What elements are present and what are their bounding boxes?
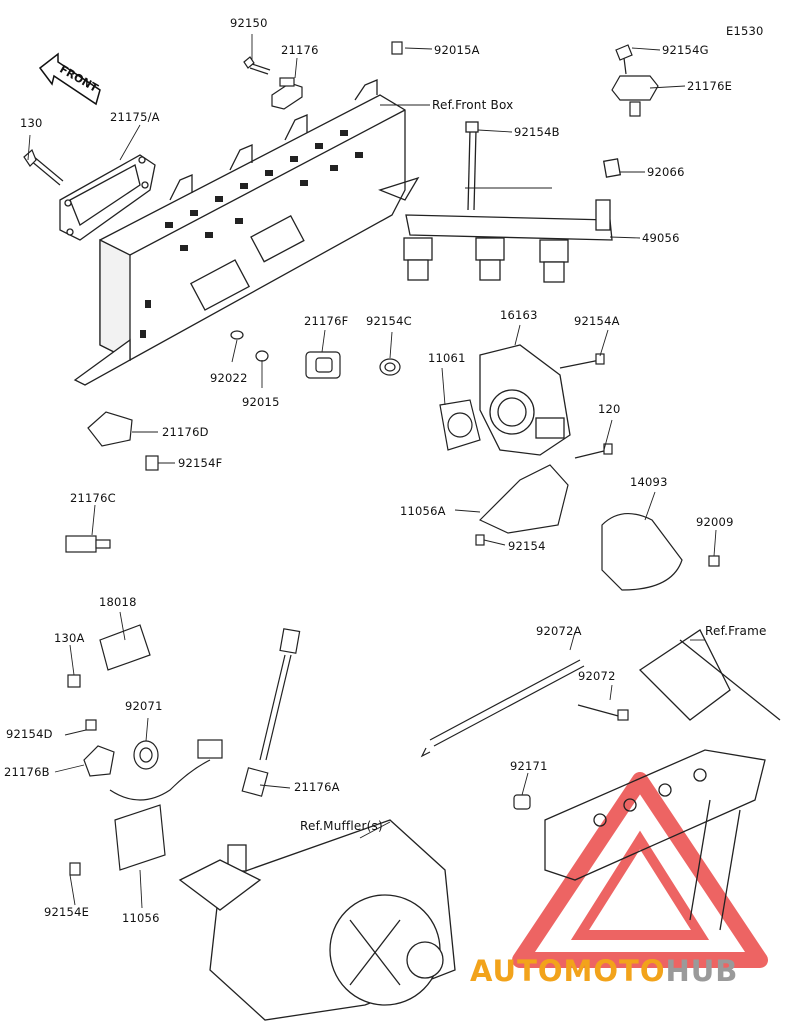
part-label-21175A[interactable]: 21175/A [110,110,160,124]
part-label-11056[interactable]: 11056 [122,911,160,925]
bolt-icons [67,353,720,876]
part-label-21176B[interactable]: 21176B [4,765,50,779]
part-label-120[interactable]: 120 [598,402,621,416]
part-label-21176F[interactable]: 21176F [304,314,349,328]
frame [544,629,781,931]
part-label-92154C[interactable]: 92154C [366,314,412,328]
sensor-21176-icon [271,77,303,110]
ref-frame: Ref.Frame [705,624,767,638]
ecu-module [59,154,156,241]
part-label-92171[interactable]: 92171 [510,759,548,773]
ref-front-box: Ref.Front Box [432,98,514,112]
part-label-92071[interactable]: 92071 [125,699,163,713]
part-label-92154F[interactable]: 92154F [178,456,223,470]
part-label-92066[interactable]: 92066 [647,165,685,179]
part-label-14093[interactable]: 14093 [630,475,668,489]
part-label-92072A[interactable]: 92072A [536,624,582,638]
bolt-130-icon [23,148,64,186]
fuel-rail [403,121,622,283]
sensor-21176B-icon [83,739,223,801]
part-label-92154A[interactable]: 92154A [574,314,620,328]
leader-lines [27,34,717,909]
part-label-92150[interactable]: 92150 [230,16,268,30]
grommet-92071-icon [133,740,159,770]
bracket-11056A [478,464,569,534]
part-label-92022[interactable]: 92022 [210,371,248,385]
part-label-21176E[interactable]: 21176E [687,79,733,93]
part-label-21176C[interactable]: 21176C [70,491,116,505]
bolt-92150-icon [243,56,271,75]
cover-14093 [601,513,683,591]
ref-mufflers: Ref.Muffler(s) [300,819,383,833]
part-label-49056[interactable]: 49056 [642,231,680,245]
part-label-92015A[interactable]: 92015A [434,43,480,57]
diagram-code: E1530 [726,24,764,38]
part-label-92154G[interactable]: 92154G [662,43,709,57]
part-label-130A[interactable]: 130A [54,631,85,645]
bracket-11056 [114,804,166,871]
injector-3-icon [539,239,569,283]
part-label-18018[interactable]: 18018 [99,595,137,609]
part-label-92015[interactable]: 92015 [242,395,280,409]
injector-1-icon [403,237,433,281]
strap-92072A [420,659,585,758]
strap-92072 [577,704,629,721]
part-label-21176D[interactable]: 21176D [162,425,209,439]
part-label-92154D[interactable]: 92154D [6,727,53,741]
injector-2-icon [475,237,505,281]
sensor-21176A-icon [241,628,301,797]
clamp-92171-icon [513,794,531,810]
part-label-92072[interactable]: 92072 [578,669,616,683]
nut-92154C-icon [379,358,401,376]
part-label-16163[interactable]: 16163 [500,308,538,322]
cover-18018 [99,624,151,671]
part-label-92154B[interactable]: 92154B [514,125,560,139]
washer-92022-icon [230,330,269,362]
part-label-21176[interactable]: 21176 [281,43,319,57]
throttle-body [479,344,571,456]
part-label-21176A[interactable]: 21176A [294,780,340,794]
part-label-130[interactable]: 130 [20,116,43,130]
gasket-11061-icon [439,399,481,451]
part-label-92154E[interactable]: 92154E [44,905,90,919]
part-label-92154[interactable]: 92154 [508,539,546,553]
front-box [73,79,420,386]
sensor-21176C-icon [65,535,111,553]
part-label-11056A[interactable]: 11056A [400,504,446,518]
sensor-21176E-icon [611,44,659,117]
watermark-text: AUTOMOTOHUB [470,954,738,988]
watermark-logo [512,772,768,968]
part-label-11061[interactable]: 11061 [428,351,466,365]
sensor-21176D-icon [87,411,159,471]
part-label-92009[interactable]: 92009 [696,515,734,529]
sensor-21176F-icon [305,351,341,379]
front-arrow-icon: FRONT [38,52,101,106]
watermark-part1: AUTOMOTO [470,954,666,988]
muffler [178,819,456,1021]
clip-92015A-icon [391,41,403,55]
watermark-part2: HUB [665,954,739,988]
